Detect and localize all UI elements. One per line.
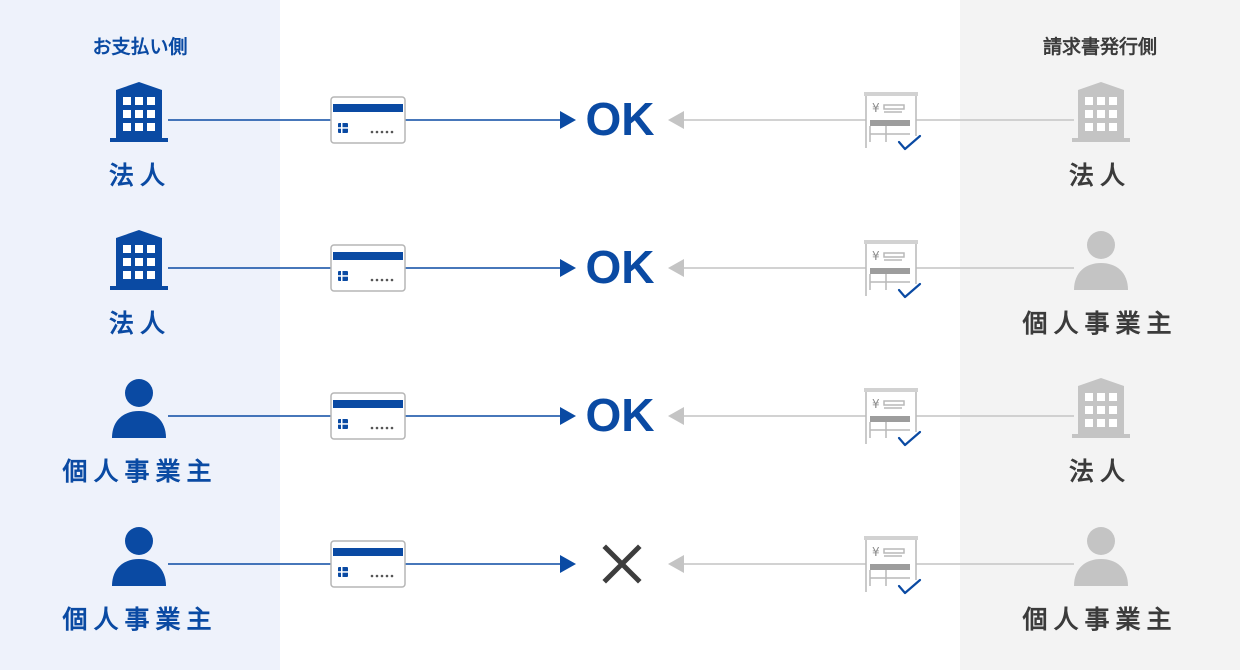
svg-text:¥: ¥ [872,397,880,411]
credit-card-icon [330,96,406,144]
person-icon [112,527,166,586]
credit-card-icon [330,244,406,292]
cross-icon [602,544,642,584]
building-icon [1072,378,1130,438]
person-icon [1074,231,1128,290]
svg-text:¥: ¥ [872,101,880,115]
issuer-arrowhead [668,111,684,129]
payer-label: 個人事業主 [62,457,218,486]
svg-text:¥: ¥ [872,545,880,559]
result-ok: OK [585,93,655,145]
building-icon [1072,82,1130,142]
result-ok: OK [585,389,655,441]
payer-label: 個人事業主 [62,605,218,634]
issuer-label: 法人 [1068,161,1131,190]
issuer-arrowhead [668,407,684,425]
issuer-label: 個人事業主 [1022,605,1178,634]
credit-card-icon [330,392,406,440]
payer-arrowhead [560,111,576,129]
credit-card-icon [330,540,406,588]
issuer-label: 個人事業主 [1022,309,1178,338]
payer-column-title: お支払い側 [92,36,188,58]
building-icon [110,230,168,290]
person-icon [1074,527,1128,586]
svg-text:¥: ¥ [872,249,880,263]
invoice-check-icon: ¥ [864,536,922,595]
invoice-check-icon: ¥ [864,92,922,151]
invoice-check-icon: ¥ [864,240,922,299]
person-icon [112,379,166,438]
payer-arrowhead [560,555,576,573]
invoice-check-icon: ¥ [864,388,922,447]
result-ok: OK [585,241,655,293]
payer-label: 法人 [108,161,171,190]
payer-label: 法人 [108,309,171,338]
issuer-arrowhead [668,259,684,277]
payer-arrowhead [560,259,576,277]
payer-arrowhead [560,407,576,425]
issuer-column-title: 請求書発行側 [1042,36,1157,58]
issuer-arrowhead [668,555,684,573]
building-icon [110,82,168,142]
issuer-label: 法人 [1068,457,1131,486]
